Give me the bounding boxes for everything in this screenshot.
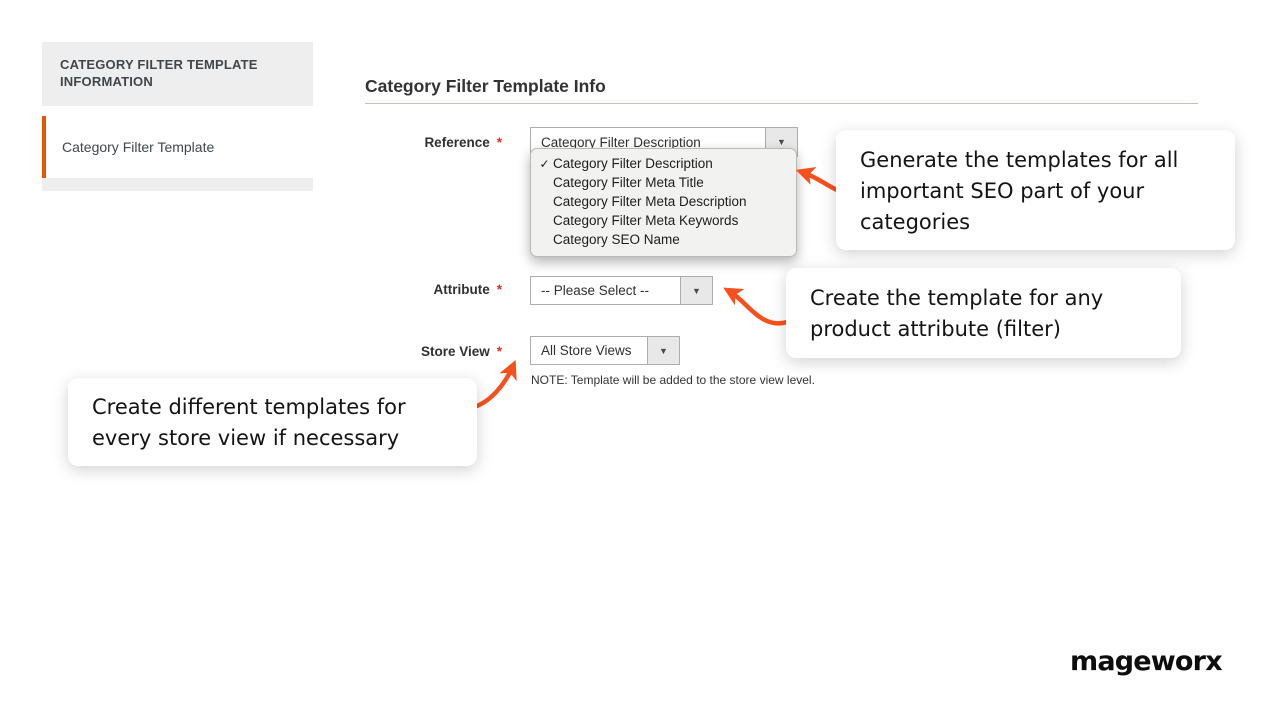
store-view-select-value: All Store Views [541, 343, 632, 358]
sidebar-item-label: Category Filter Template [62, 139, 215, 155]
chevron-down-icon[interactable]: ▼ [647, 337, 679, 364]
section-divider [365, 103, 1198, 104]
dropdown-option[interactable]: Category SEO Name [553, 232, 680, 247]
sidebar-header: CATEGORY FILTER TEMPLATE INFORMATION [42, 42, 313, 106]
dropdown-option[interactable]: Category Filter Meta Description [553, 194, 747, 209]
reference-select-value: Category Filter Description [541, 134, 701, 150]
page-title: Category Filter Template Info [365, 76, 606, 96]
required-asterisk: * [496, 135, 502, 150]
attribute-select-value: -- Please Select -- [541, 283, 650, 298]
chevron-down-icon[interactable]: ▼ [680, 277, 712, 304]
sidebar: CATEGORY FILTER TEMPLATE INFORMATION Cat… [42, 42, 313, 191]
dropdown-option[interactable]: Category Filter Meta Keywords [553, 213, 739, 228]
store-view-label: Store View* [420, 344, 502, 359]
callout-generate-templates: Generate the templates for all important… [836, 130, 1235, 250]
checkmark-icon: ✓ [539, 156, 550, 171]
store-view-select[interactable]: All Store Views ▼ [530, 336, 680, 365]
arrow-to-attribute-select [723, 287, 793, 326]
attribute-label: Attribute* [433, 282, 502, 297]
callout-different-templates-store-view: Create different templates for every sto… [68, 378, 477, 466]
reference-dropdown-list: ✓ Category Filter Description Category F… [530, 148, 797, 257]
sidebar-strip [42, 178, 313, 191]
attribute-select[interactable]: -- Please Select -- ▼ [530, 276, 713, 305]
dropdown-option[interactable]: ✓ Category Filter Description [531, 154, 796, 173]
callout-create-template-attribute: Create the template for any product attr… [786, 268, 1181, 358]
sidebar-gap [42, 106, 313, 116]
reference-label: Reference* [424, 135, 502, 150]
store-view-note: NOTE: Template will be added to the stor… [531, 373, 815, 387]
required-asterisk: * [496, 344, 502, 359]
dropdown-option[interactable]: Category Filter Meta Title [553, 175, 704, 190]
mageworx-logo: mageworx [1070, 646, 1223, 677]
required-asterisk: * [496, 282, 502, 297]
sidebar-item-category-filter-template[interactable]: Category Filter Template [42, 116, 313, 178]
